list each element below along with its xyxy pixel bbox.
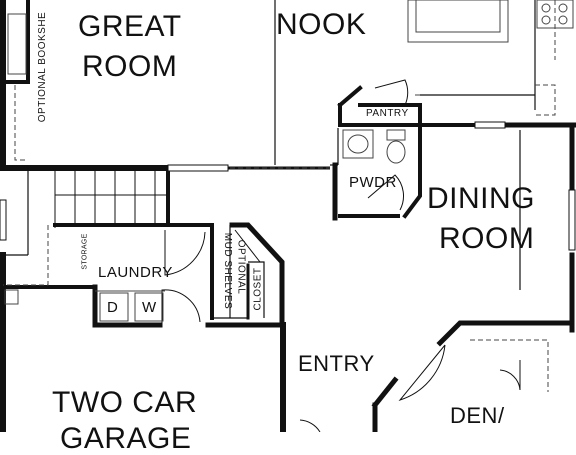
- dryer-label: D: [107, 299, 119, 316]
- kitchen-island: [407, 0, 509, 43]
- storage-label: STORAGE: [81, 233, 89, 270]
- door-den-a: [398, 344, 446, 401]
- wall-pantry-top: [337, 85, 363, 108]
- pwdr-toilet: [386, 140, 406, 164]
- door-laundry: [164, 230, 206, 276]
- window-left: [0, 199, 7, 241]
- laundry-label: LAUNDRY: [98, 264, 173, 281]
- door-closet: [234, 229, 261, 263]
- floor-plan: [0, 0, 576, 432]
- optional-bookshelf-label: OPTIONAL BOOKSHE: [37, 11, 49, 123]
- garage-label-2: GARAGE: [60, 422, 192, 455]
- wall-closet-top: [229, 222, 285, 328]
- nook-label: NOOK: [276, 8, 367, 41]
- door-pwdr: [367, 174, 404, 211]
- door-pantry: [374, 79, 409, 106]
- mud-shelves-label: MUD SHELVES: [222, 232, 234, 310]
- dining-room-label-2: ROOM: [439, 222, 535, 255]
- pwdr-label: PWDR: [349, 174, 397, 191]
- window-dining-top: [474, 121, 506, 129]
- closet-label: CLOSET: [252, 267, 264, 311]
- washer-label: W: [142, 299, 157, 316]
- cooktop: [536, 0, 574, 29]
- door-den-b: [499, 360, 521, 391]
- wall-pwdr-right: [402, 123, 422, 219]
- pantry-label: PANTRY: [366, 108, 409, 119]
- bookshelf: [7, 13, 27, 75]
- garage-label-1: TWO CAR: [52, 386, 198, 419]
- dryer-box: [99, 292, 129, 322]
- entry-label: ENTRY: [298, 351, 375, 376]
- wall-den-top: [436, 320, 575, 347]
- window-dining-right: [568, 189, 576, 251]
- optional-closet-label: OPTIONAL: [235, 239, 247, 295]
- door-laundry-bottom: [161, 289, 201, 325]
- pwdr-sink: [342, 129, 374, 159]
- den-label: DEN/: [450, 403, 505, 428]
- great-room-label-2: ROOM: [82, 50, 178, 83]
- wall-den-diag: [371, 376, 399, 409]
- window-great-room: [167, 164, 229, 172]
- dining-room-label-1: DINING: [427, 182, 535, 215]
- door-entry: [299, 419, 321, 432]
- washer-box: [134, 292, 164, 322]
- great-room-label-1: GREAT: [78, 10, 182, 43]
